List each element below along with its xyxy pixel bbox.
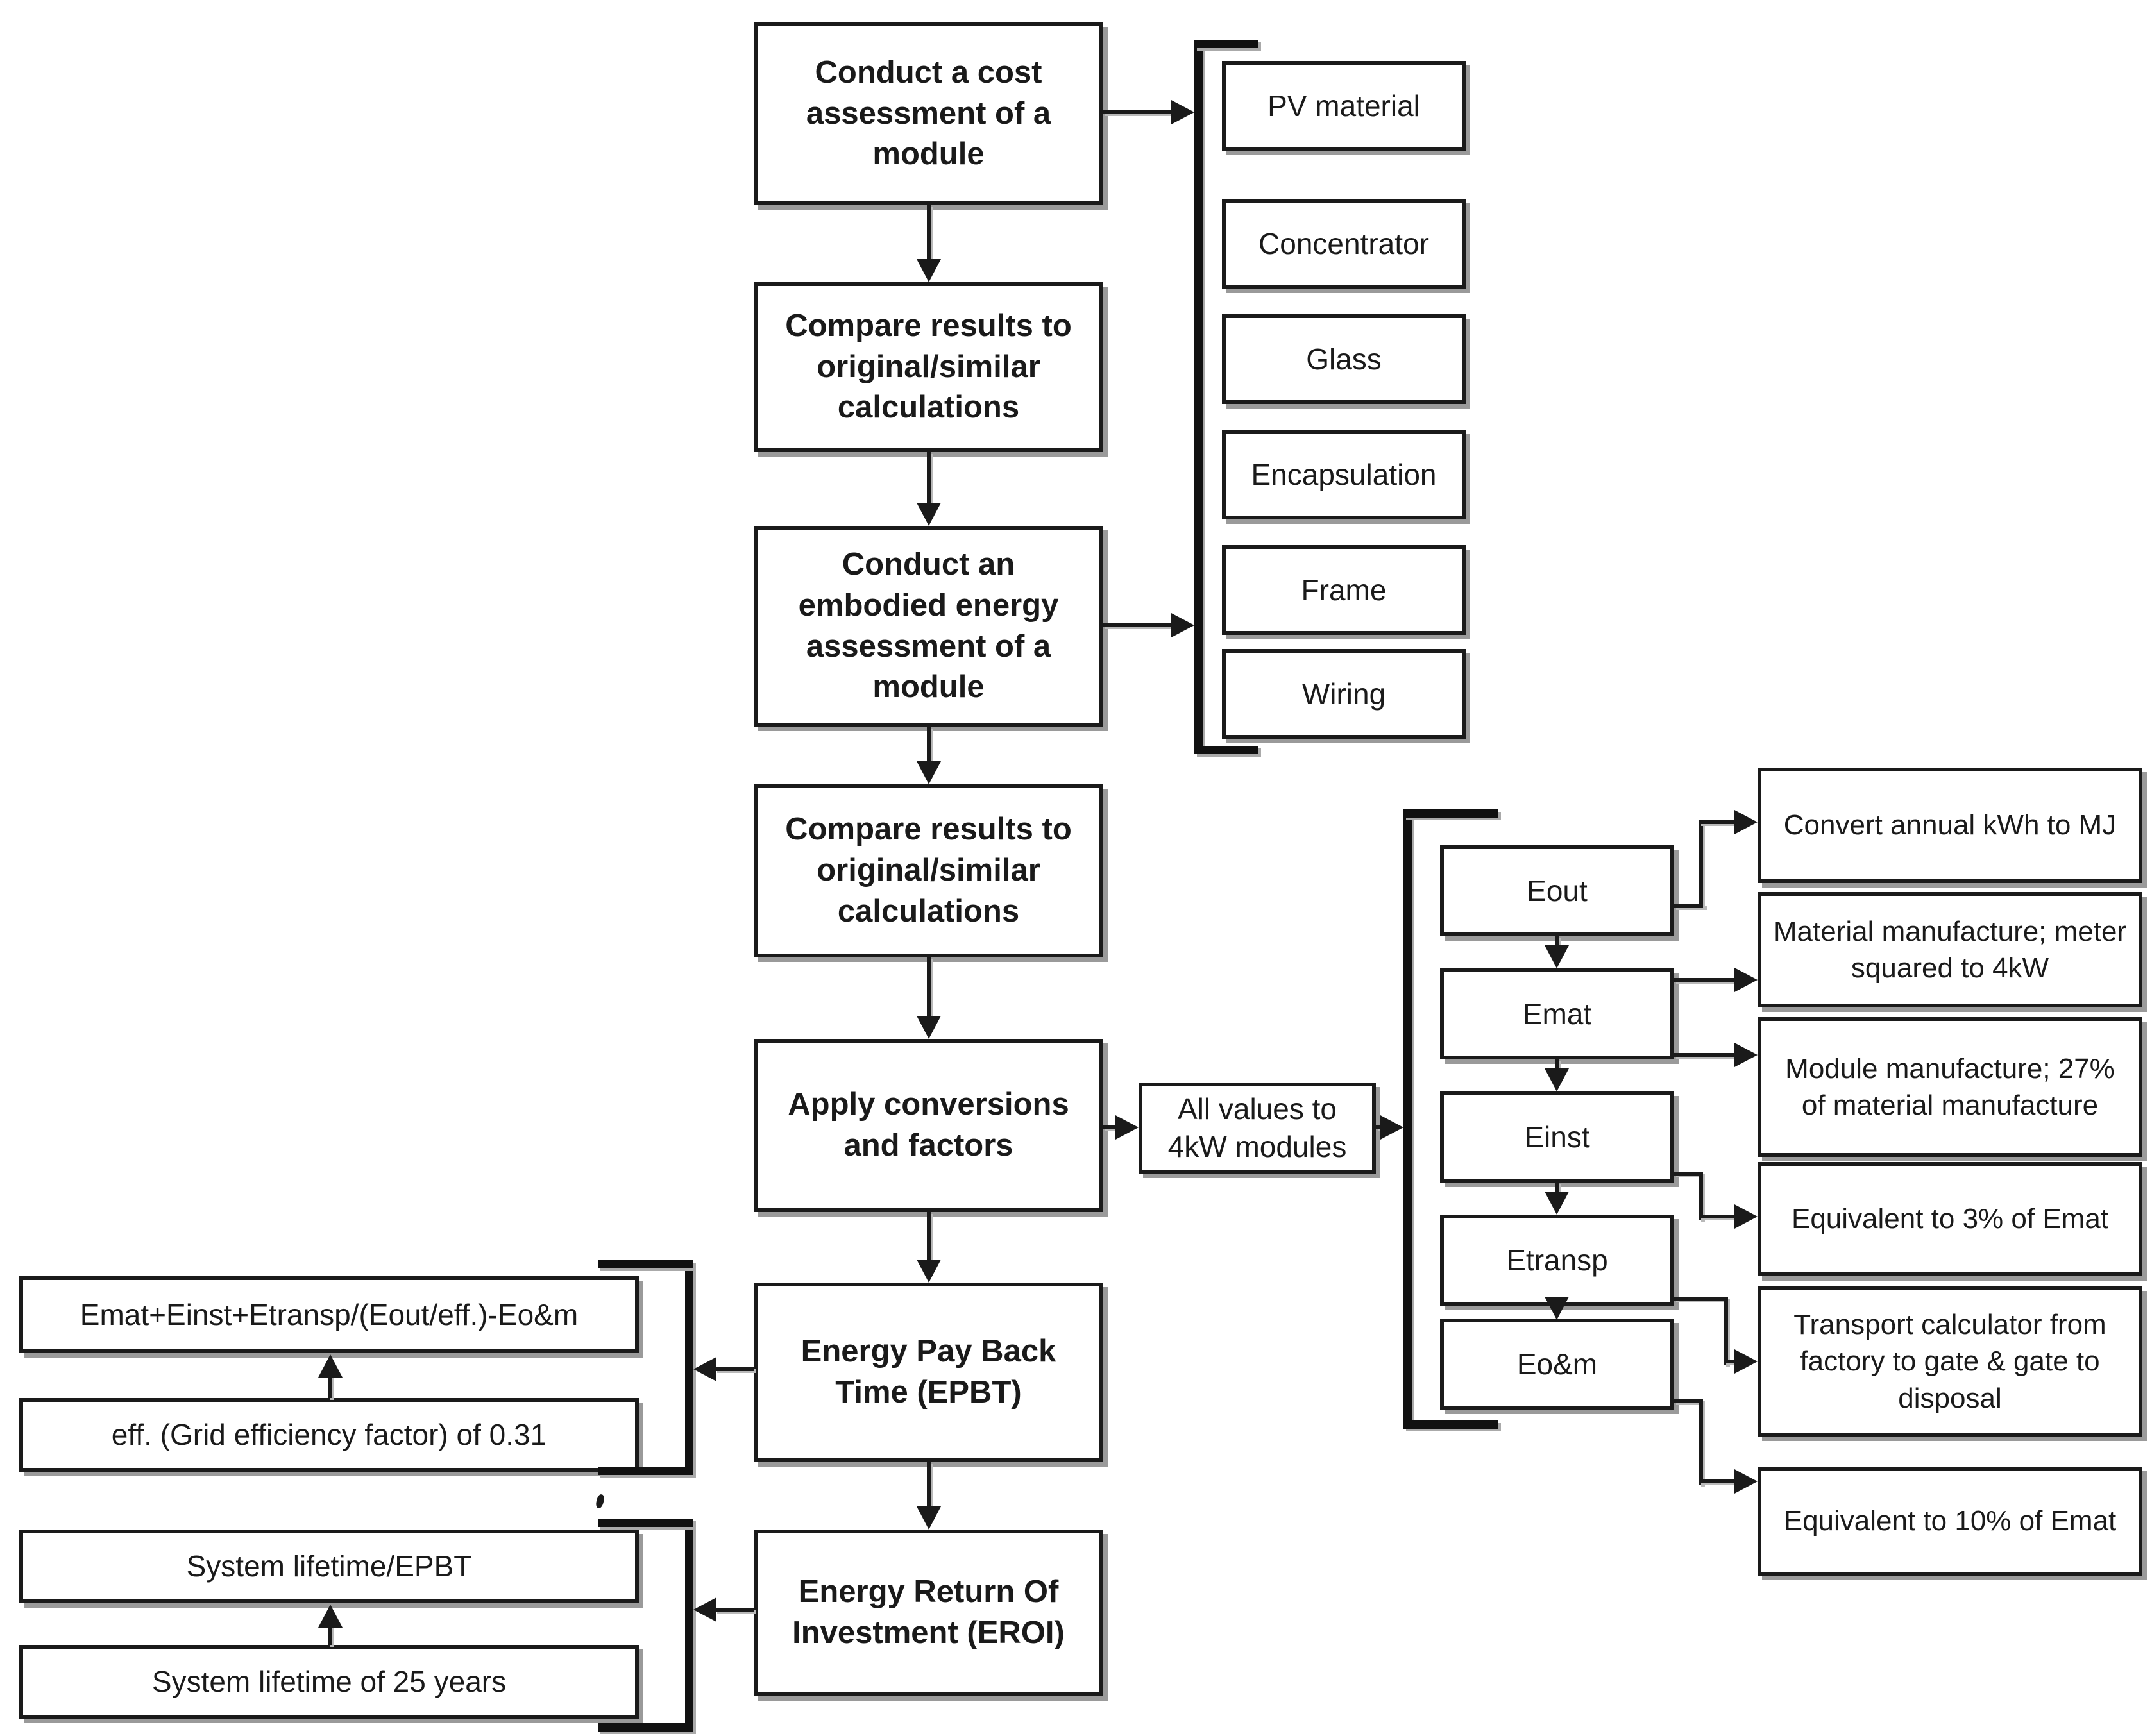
connector-eout-desc-a [1674, 904, 1705, 908]
arrowhead-einst-desc [1734, 1204, 1758, 1229]
connector-cost-to-compare [927, 205, 931, 259]
connector-einst-desc-c [1699, 1215, 1736, 1218]
arrowhead-embodied-to-components [1171, 613, 1194, 637]
connector-embodied-to-components [1103, 623, 1173, 627]
arrowhead-emat-desc2 [1734, 1043, 1758, 1067]
connector-eout-desc-b [1699, 820, 1703, 908]
connector-embodied-to-compare [927, 727, 931, 761]
connector-eom-desc-c [1699, 1479, 1736, 1483]
component-glass: Glass [1222, 314, 1466, 404]
note-system-lifetime: System lifetime of 25 years [19, 1645, 639, 1719]
arrowhead-embodied-to-compare [917, 761, 941, 784]
flow-step-embodied-energy-assessment: Conduct an embodied energy assessment of… [754, 526, 1103, 727]
component-pv-material: PV material [1222, 61, 1466, 151]
connector-eom-desc-a [1674, 1399, 1703, 1403]
flow-step-cost-assessment: Conduct a cost assessment of a module [754, 22, 1103, 205]
arrowhead-etransp-desc [1734, 1349, 1758, 1374]
component-wiring: Wiring [1222, 649, 1466, 739]
connector-etransp-desc-c [1724, 1360, 1736, 1363]
term-emat: Emat [1440, 968, 1674, 1059]
epbt-bracket-vertical [685, 1260, 693, 1475]
flow-step-apply-conversions: Apply conversions and factors [754, 1039, 1103, 1212]
flow-step-epbt: Energy Pay Back Time (EPBT) [754, 1283, 1103, 1462]
arrowhead-eroi-to-inputs [693, 1597, 716, 1622]
desc-material-manufacture: Material manufacture; meter squared to 4… [1758, 892, 2142, 1007]
formula-epbt: Emat+Einst+Etransp/(Eout/eff.)-Eo&m [19, 1276, 639, 1353]
arrowhead-eout-desc [1734, 810, 1758, 834]
connector-eom-desc-b [1699, 1399, 1703, 1485]
connector-cost-to-components [1103, 110, 1173, 114]
connector-compare-to-embodied [927, 452, 931, 503]
arrowhead-apply-to-epbt [917, 1260, 941, 1283]
connector-eout-desc-c [1699, 820, 1736, 824]
connector-apply-to-allvalues [1103, 1125, 1117, 1129]
desc-equivalent-3pct: Equivalent to 3% of Emat [1758, 1162, 2142, 1276]
connector-einst-to-etransp [1555, 1183, 1559, 1193]
formula-eroi: System lifetime/EPBT [19, 1530, 639, 1603]
connector-compare-to-apply [927, 957, 931, 1016]
arrowhead-lifetime-to-formula [318, 1605, 343, 1628]
terms-bracket-vertical [1403, 809, 1412, 1429]
arrowhead-allvalues-to-terms [1380, 1115, 1403, 1140]
epbt-bracket-bottom-tick [598, 1467, 693, 1475]
arrowhead-etransp-to-eom [1545, 1297, 1569, 1320]
component-concentrator: Concentrator [1222, 199, 1466, 289]
eroi-bracket-bottom-tick [598, 1723, 693, 1732]
connector-lifetime-to-formula [328, 1626, 332, 1645]
arrowhead-cost-to-compare [917, 259, 941, 282]
arrowhead-eom-desc [1734, 1469, 1758, 1494]
component-frame: Frame [1222, 545, 1466, 635]
arrowhead-compare-to-embodied [917, 503, 941, 526]
flow-step-compare-cost-results: Compare results to original/similar calc… [754, 282, 1103, 452]
note-grid-efficiency: eff. (Grid efficiency factor) of 0.31 [19, 1398, 639, 1472]
arrowhead-cost-to-components [1171, 100, 1194, 124]
connector-etransp-desc-b [1724, 1297, 1728, 1365]
connector-emat-to-einst [1555, 1059, 1559, 1070]
connector-einst-desc-a [1674, 1172, 1703, 1176]
connector-etransp-desc-a [1674, 1297, 1728, 1301]
stray-mark [595, 1493, 606, 1510]
eroi-bracket-vertical [685, 1519, 693, 1732]
arrowhead-apply-to-allvalues [1115, 1115, 1139, 1140]
component-encapsulation: Encapsulation [1222, 430, 1466, 519]
connector-eout-to-emat [1555, 936, 1559, 947]
terms-bracket-bottom-tick [1403, 1420, 1498, 1429]
note-all-values-4kw: All values to 4kW modules [1139, 1083, 1376, 1174]
connector-emat-desc2 [1674, 1053, 1736, 1057]
connector-einst-desc-b [1699, 1172, 1703, 1220]
desc-convert-kwh-mj: Convert annual kWh to MJ [1758, 768, 2142, 883]
connector-apply-to-epbt [927, 1212, 931, 1260]
arrowhead-einst-to-etransp [1545, 1192, 1569, 1215]
desc-transport-calculator: Transport calculator from factory to gat… [1758, 1286, 2142, 1437]
term-einst: Einst [1440, 1091, 1674, 1183]
flow-step-compare-energy-results: Compare results to original/similar calc… [754, 784, 1103, 957]
term-eout: Eout [1440, 845, 1674, 936]
components-bracket-bottom-tick [1194, 746, 1258, 754]
arrowhead-eout-to-emat [1545, 945, 1569, 968]
arrowhead-emat-desc1 [1734, 968, 1758, 992]
eroi-bracket-top-tick [598, 1519, 693, 1527]
terms-bracket-top-tick [1403, 809, 1498, 818]
connector-emat-desc1 [1674, 978, 1736, 982]
connector-epbt-to-inputs [715, 1367, 754, 1371]
epbt-bracket-top-tick [598, 1260, 693, 1268]
term-eom: Eo&m [1440, 1319, 1674, 1410]
desc-equivalent-10pct: Equivalent to 10% of Emat [1758, 1467, 2142, 1576]
connector-eroi-to-inputs [715, 1608, 754, 1612]
components-bracket-vertical [1194, 40, 1203, 754]
connector-allvalues-to-terms [1376, 1125, 1384, 1129]
connector-epbt-to-eroi [927, 1462, 931, 1506]
flow-step-eroi: Energy Return Of Investment (EROI) [754, 1530, 1103, 1696]
arrowhead-emat-to-einst [1545, 1068, 1569, 1091]
components-bracket-top-tick [1194, 40, 1258, 48]
arrowhead-epbt-to-eroi [917, 1506, 941, 1530]
desc-module-manufacture: Module manufacture; 27% of material manu… [1758, 1017, 2142, 1157]
arrowhead-epbt-to-inputs [693, 1357, 716, 1381]
connector-eff-to-formula [328, 1376, 332, 1398]
arrowhead-eff-to-formula [318, 1354, 343, 1378]
term-etransp: Etransp [1440, 1215, 1674, 1306]
arrowhead-compare-to-apply [917, 1016, 941, 1039]
